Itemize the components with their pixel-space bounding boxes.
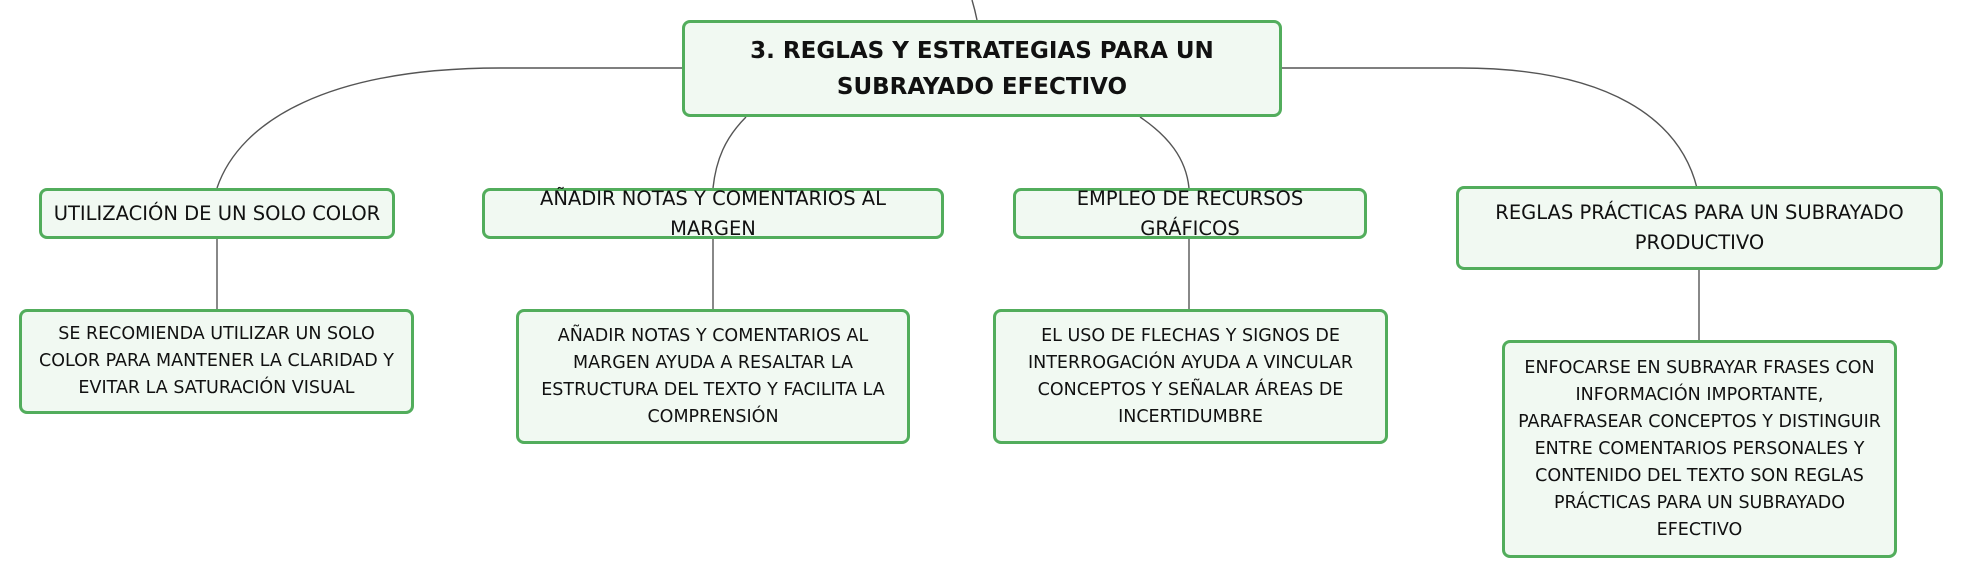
root-to-branch-3-connector <box>1139 116 1190 189</box>
branch-topic-practical-rules[interactable]: REGLAS PRÁCTICAS PARA UN SUBRAYADO PRODU… <box>1456 186 1943 270</box>
branch-topic-single-color[interactable]: UTILIZACIÓN DE UN SOLO COLOR <box>39 188 395 239</box>
detail-topic-single-color[interactable]: SE RECOMIENDA UTILIZAR UN SOLO COLOR PAR… <box>19 309 414 414</box>
branch-topic-label: AÑADIR NOTAS Y COMENTARIOS AL MARGEN <box>539 186 886 240</box>
root-to-branch-1-connector <box>216 67 682 189</box>
branch-topic-label: REGLAS PRÁCTICAS PARA UN SUBRAYADO PRODU… <box>1495 201 1904 254</box>
branch-topic-graphic-resources[interactable]: EMPLEO DE RECURSOS GRÁFICOS <box>1013 187 1367 240</box>
branch-topic-margin-notes[interactable]: AÑADIR NOTAS Y COMENTARIOS AL MARGEN <box>482 187 944 240</box>
detail-topic-text: EL USO DE FLECHAS Y SIGNOS DE INTERROGAC… <box>1027 325 1353 427</box>
root-to-branch-2-connector <box>712 116 747 189</box>
detail-topic-text: AÑADIR NOTAS Y COMENTARIOS AL MARGEN AYU… <box>541 325 885 427</box>
detail-topic-margin-notes[interactable]: AÑADIR NOTAS Y COMENTARIOS AL MARGEN AYU… <box>516 309 910 444</box>
branch-topic-label: UTILIZACIÓN DE UN SOLO COLOR <box>53 201 381 225</box>
detail-topic-practical-rules[interactable]: ENFOCARSE EN SUBRAYAR FRASES CON INFORMA… <box>1502 340 1897 558</box>
root-topic-label: 3. REGLAS Y ESTRATEGIAS PARA UN SUBRAYAD… <box>750 37 1214 100</box>
detail-topic-graphic-resources[interactable]: EL USO DE FLECHAS Y SIGNOS DE INTERROGAC… <box>993 309 1388 444</box>
root-to-branch-4-connector <box>1282 67 1698 189</box>
parent-connector <box>971 0 978 21</box>
root-topic[interactable]: 3. REGLAS Y ESTRATEGIAS PARA UN SUBRAYAD… <box>682 20 1282 117</box>
branch-topic-label: EMPLEO DE RECURSOS GRÁFICOS <box>1076 186 1304 240</box>
detail-topic-text: SE RECOMIENDA UTILIZAR UN SOLO COLOR PAR… <box>39 324 394 398</box>
detail-topic-text: ENFOCARSE EN SUBRAYAR FRASES CON INFORMA… <box>1518 357 1881 540</box>
